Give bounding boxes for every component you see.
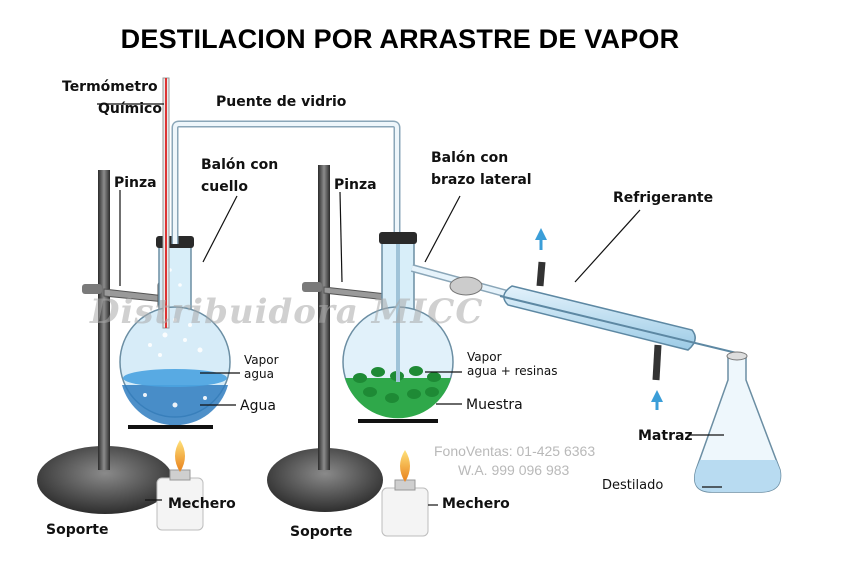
label-muestra: Muestra bbox=[466, 397, 523, 413]
contact-phone: FonoVentas: 01-425 6363 bbox=[434, 443, 596, 459]
label-termometro: Termómetro bbox=[62, 79, 158, 95]
contact-whatsapp: W.A. 999 096 983 bbox=[458, 462, 570, 478]
label-refrigerante: Refrigerante bbox=[613, 190, 714, 206]
thermometer bbox=[162, 77, 170, 329]
label-destilado: Destilado bbox=[602, 478, 664, 493]
diagram-title: DESTILACION POR ARRASTRE DE VAPOR bbox=[120, 24, 680, 54]
label-soporte-left: Soporte bbox=[46, 522, 109, 538]
label-agua-vapor-left: agua bbox=[244, 367, 274, 381]
label-quimico: Químico bbox=[98, 101, 162, 117]
label-mechero-right: Mechero bbox=[442, 496, 510, 512]
label-agua: Agua bbox=[240, 398, 276, 414]
label-balon-cuello-1: Balón con bbox=[201, 157, 279, 173]
label-balon-brazo-1: Balón con bbox=[431, 150, 509, 166]
label-balon-brazo-2: brazo lateral bbox=[431, 172, 532, 188]
label-agua-resinas: agua + resinas bbox=[467, 364, 558, 378]
label-pinza-right: Pinza bbox=[334, 177, 377, 193]
stand-right bbox=[267, 165, 383, 512]
stand-left bbox=[37, 170, 173, 514]
label-soporte-right: Soporte bbox=[290, 524, 353, 540]
condenser bbox=[410, 228, 746, 410]
label-puente-vidrio: Puente de vidrio bbox=[216, 94, 347, 110]
label-vapor-right: Vapor bbox=[467, 350, 502, 364]
flask-right bbox=[342, 232, 454, 423]
erlenmeyer-flask bbox=[694, 351, 782, 493]
burner-left bbox=[156, 440, 204, 531]
label-vapor-left: Vapor bbox=[244, 353, 279, 367]
watermark: Distribuidora MICC bbox=[90, 292, 484, 332]
burner-right bbox=[381, 450, 429, 537]
label-balon-cuello-2: cuello bbox=[201, 179, 248, 195]
label-matraz: Matraz bbox=[638, 428, 693, 444]
leader-lines bbox=[97, 103, 724, 506]
label-pinza-left: Pinza bbox=[114, 175, 157, 191]
label-mechero-left: Mechero bbox=[168, 496, 236, 512]
flask-left bbox=[119, 236, 231, 429]
